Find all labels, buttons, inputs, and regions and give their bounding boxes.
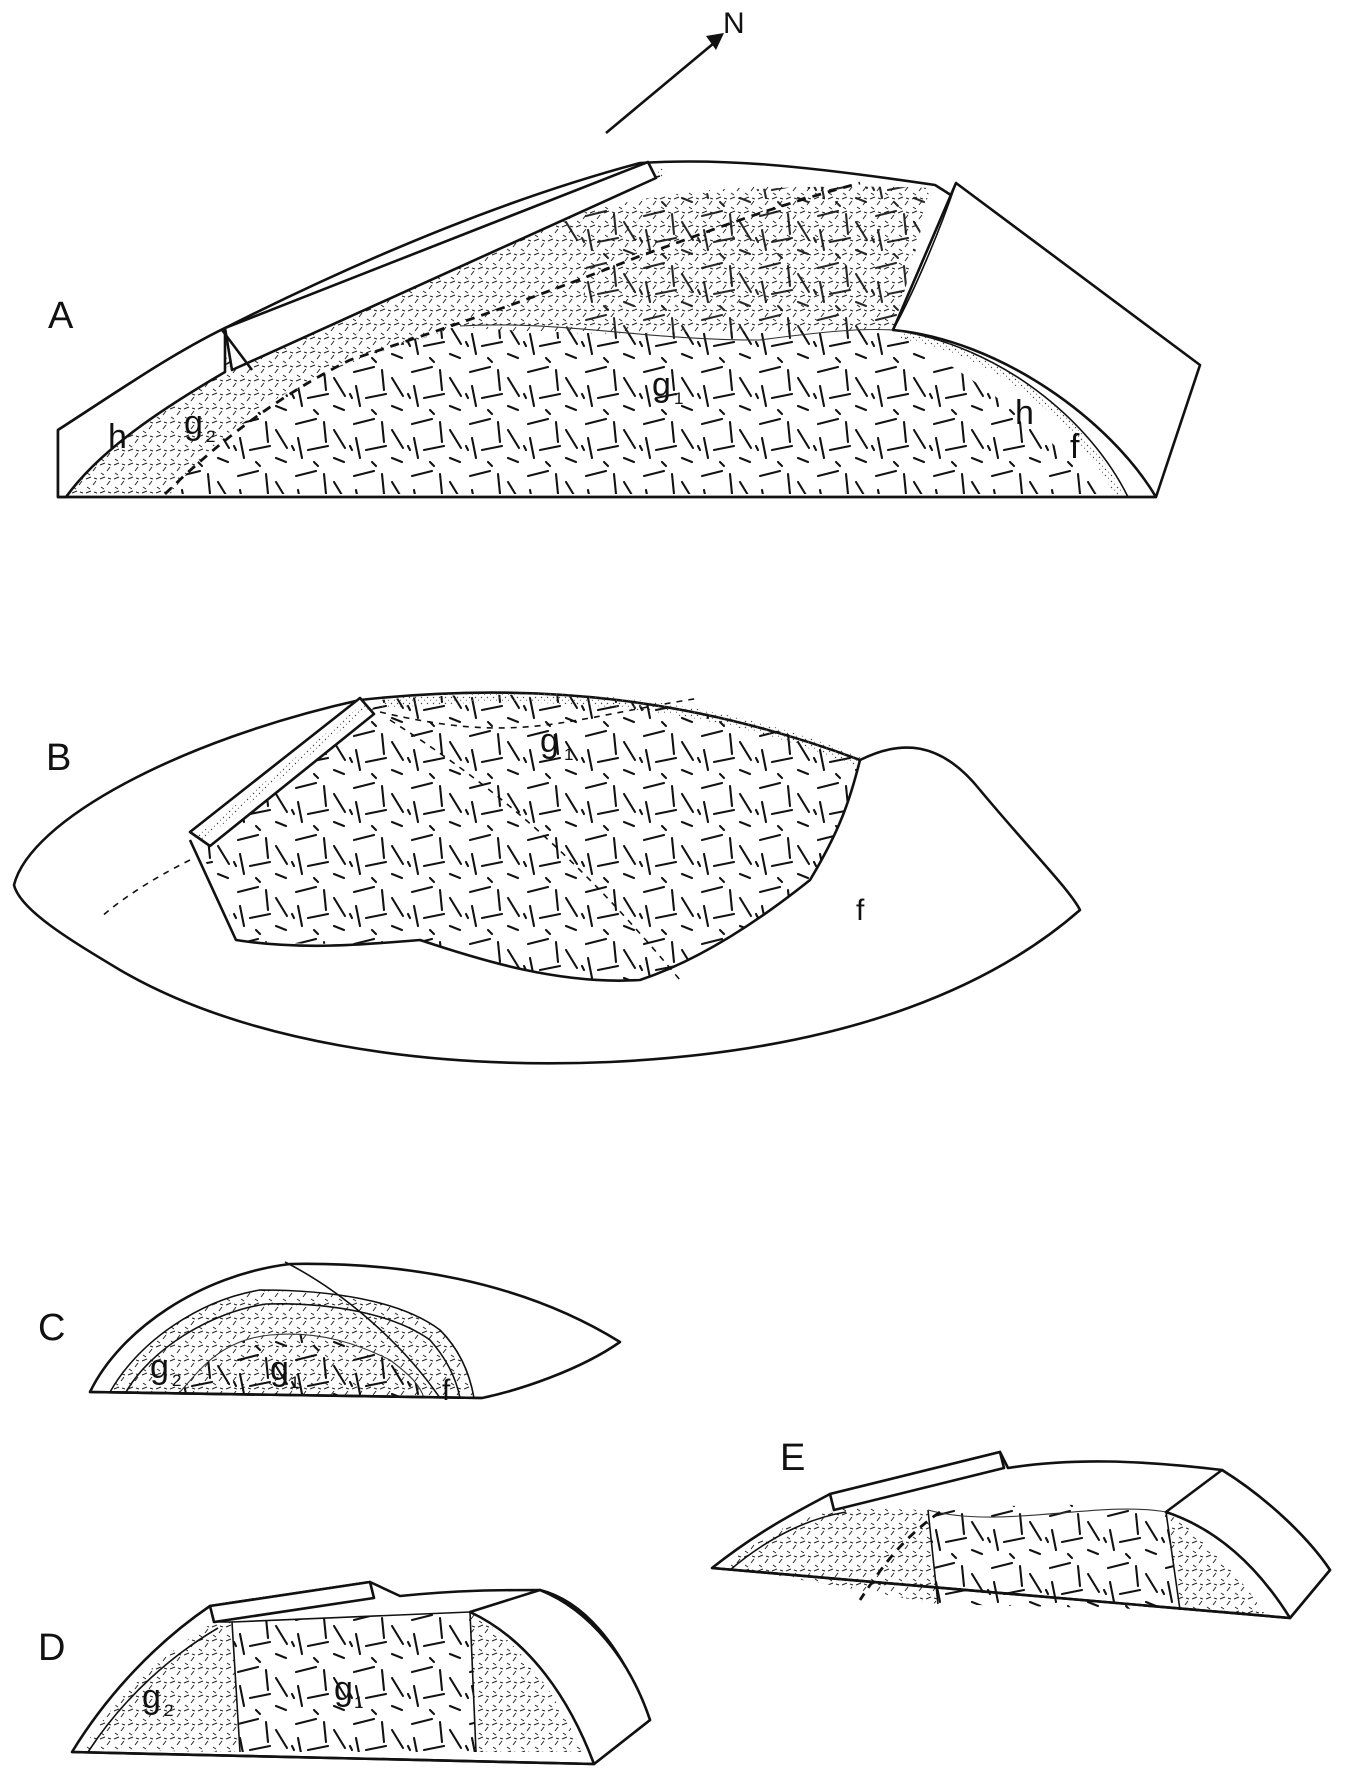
panel-b-label: B (46, 737, 71, 779)
panel-e-label: E (780, 1437, 805, 1479)
panel-c-unit-g2: g (150, 1348, 169, 1386)
panel-c-unit-f: f (442, 1374, 451, 1407)
panel-a-unit-h-left: h (108, 418, 127, 456)
panel-a-unit-h-right: h (1015, 394, 1034, 432)
panel-d-block (72, 1582, 650, 1764)
panel-c-unit-g2-sub: 2 (172, 1371, 181, 1390)
panel-a-unit-f: f (1070, 428, 1080, 466)
compass-label: N (723, 7, 745, 40)
panel-c-block (90, 1262, 620, 1398)
panel-a-unit-g1: g (652, 366, 671, 404)
panel-a-unit-g2: g (184, 404, 203, 442)
panel-d-unit-g2: g (142, 1678, 161, 1716)
panel-a-label: A (48, 295, 74, 337)
panel-d-unit-g1: g (334, 1670, 353, 1708)
panel-c-unit-g1: g (270, 1350, 289, 1388)
panel-c-unit-g1-sub: 1 (290, 1373, 299, 1392)
panel-d-unit-g1-sub: 1 (354, 1693, 363, 1712)
panel-c-label: C (38, 1307, 65, 1349)
panel-d-label: D (38, 1627, 65, 1669)
panel-d-unit-g2-sub: 2 (164, 1701, 173, 1720)
panel-b-unit-g1-sub: 1 (564, 745, 573, 764)
panel-b-unit-g1: g (540, 722, 559, 760)
panel-a-block (58, 161, 1200, 497)
panel-a-unit-g1-sub: 1 (674, 389, 683, 408)
panel-a-unit-g2-sub: 2 (206, 427, 215, 446)
panel-b-unit-f: f (856, 894, 865, 927)
north-arrow-icon (606, 33, 724, 133)
